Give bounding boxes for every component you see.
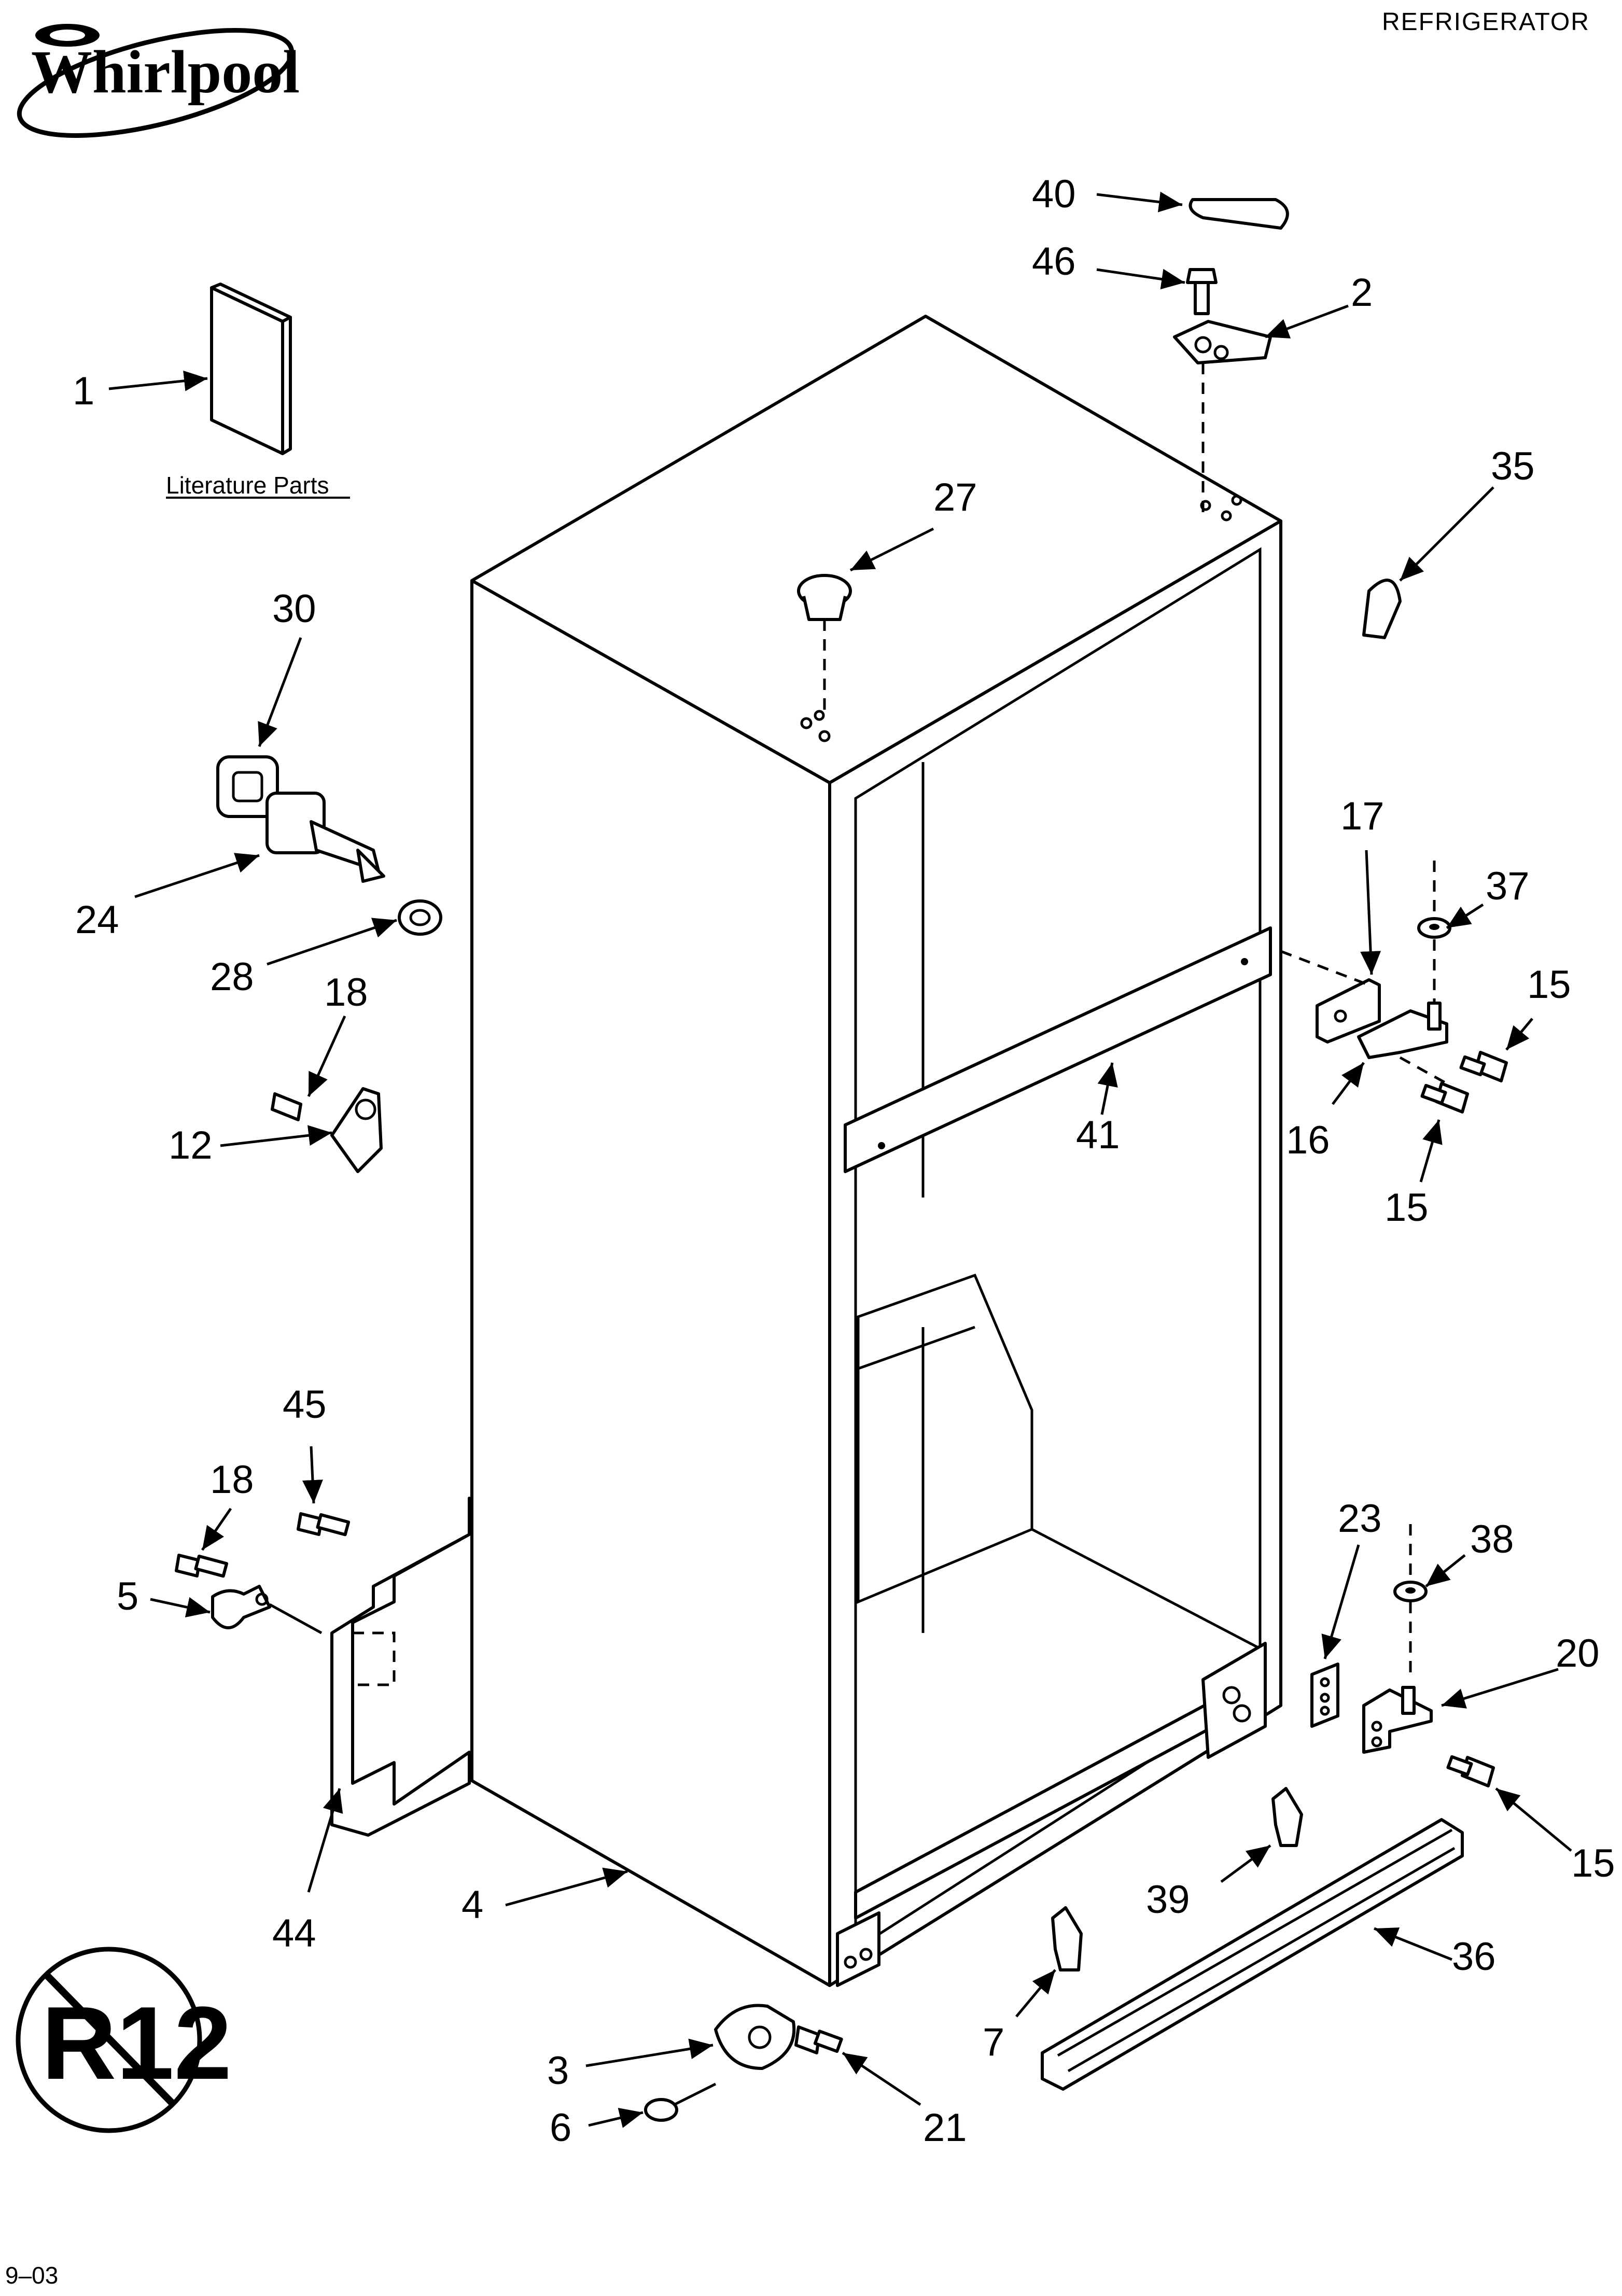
label-46: 46	[1032, 240, 1076, 284]
spacer-gasket	[216, 755, 279, 818]
hinge-washer-upper	[1417, 917, 1451, 939]
washer	[398, 899, 442, 936]
label-41: 41	[1076, 1113, 1120, 1157]
label-27: 27	[933, 475, 977, 519]
label-18-lower: 18	[210, 1458, 254, 1502]
label-15-lower: 15	[1571, 1841, 1615, 1885]
roller-pin	[644, 2082, 717, 2122]
label-20: 20	[1556, 1631, 1600, 1675]
bottom-hinge	[1362, 1686, 1433, 1754]
label-6: 6	[550, 2106, 571, 2150]
hinge-shim-plate	[1310, 1663, 1339, 1728]
toe-grille	[1041, 1818, 1464, 2091]
leveling-screw	[794, 2025, 843, 2054]
label-4: 4	[462, 1883, 483, 1927]
hinge-bolt-b	[1420, 1082, 1469, 1114]
label-30: 30	[272, 587, 316, 631]
label-15-upper: 15	[1527, 963, 1571, 1007]
door-stop	[271, 1087, 383, 1173]
literature-caption: Literature Parts	[166, 472, 329, 499]
center-hinge-bracket	[1280, 950, 1381, 1044]
leader-lines	[108, 191, 1572, 2128]
label-1: 1	[73, 369, 94, 413]
cable-clamp	[211, 1585, 323, 1635]
no-r12-badge: R12	[16, 1947, 232, 2133]
hinge-cover	[1188, 198, 1289, 230]
label-36: 36	[1452, 1935, 1496, 1979]
hinge-bolt-a	[1459, 1051, 1508, 1082]
section-title: REFRIGERATOR	[1382, 8, 1590, 36]
label-37: 37	[1486, 864, 1530, 908]
label-18-upper: 18	[324, 970, 368, 1015]
label-3: 3	[547, 2049, 569, 2093]
label-15-middle: 15	[1385, 1186, 1429, 1230]
label-16: 16	[1286, 1118, 1330, 1162]
grille-clip-upper	[1271, 1787, 1303, 1847]
label-24: 24	[75, 898, 119, 942]
label-17: 17	[1340, 794, 1385, 838]
screw-18-lower	[175, 1554, 229, 1578]
label-21: 21	[923, 2106, 967, 2150]
label-38: 38	[1470, 1517, 1514, 1561]
label-39: 39	[1146, 1878, 1190, 1922]
top-plug	[797, 574, 852, 715]
label-2: 2	[1351, 271, 1373, 315]
label-12: 12	[169, 1123, 213, 1167]
label-7: 7	[983, 2020, 1004, 2064]
hinge-cap	[1362, 579, 1402, 639]
label-5: 5	[117, 1574, 138, 1618]
top-hinge	[1173, 320, 1272, 513]
literature-booklet	[210, 283, 292, 455]
hinge-bolt-c	[1446, 1755, 1495, 1787]
screw-45	[297, 1512, 351, 1537]
toe-grille-side-panel	[330, 1497, 471, 1837]
label-45: 45	[283, 1383, 327, 1427]
hinge-screw	[1186, 268, 1218, 315]
label-35: 35	[1491, 444, 1535, 488]
date-code: 9–03	[5, 2262, 58, 2289]
whirlpool-logo: Whirlpool	[17, 24, 300, 138]
label-44: 44	[272, 1911, 316, 1955]
label-40: 40	[1032, 172, 1076, 216]
center-hinge	[1357, 861, 1448, 1085]
hinge-washer-lower	[1393, 1524, 1428, 1674]
label-28: 28	[210, 955, 254, 999]
refrigerator-cabinet	[470, 315, 1282, 1987]
grille-clip-lower	[1051, 1906, 1083, 1971]
label-23: 23	[1338, 1497, 1382, 1541]
part-labels: 40 46 2 1 35 27 30 24 28 18 12 17 37 15 …	[73, 172, 1615, 2150]
brand-wordmark: Whirlpool	[31, 38, 300, 106]
door-hinge-pin	[265, 792, 385, 883]
leveling-leg	[714, 2004, 796, 2070]
